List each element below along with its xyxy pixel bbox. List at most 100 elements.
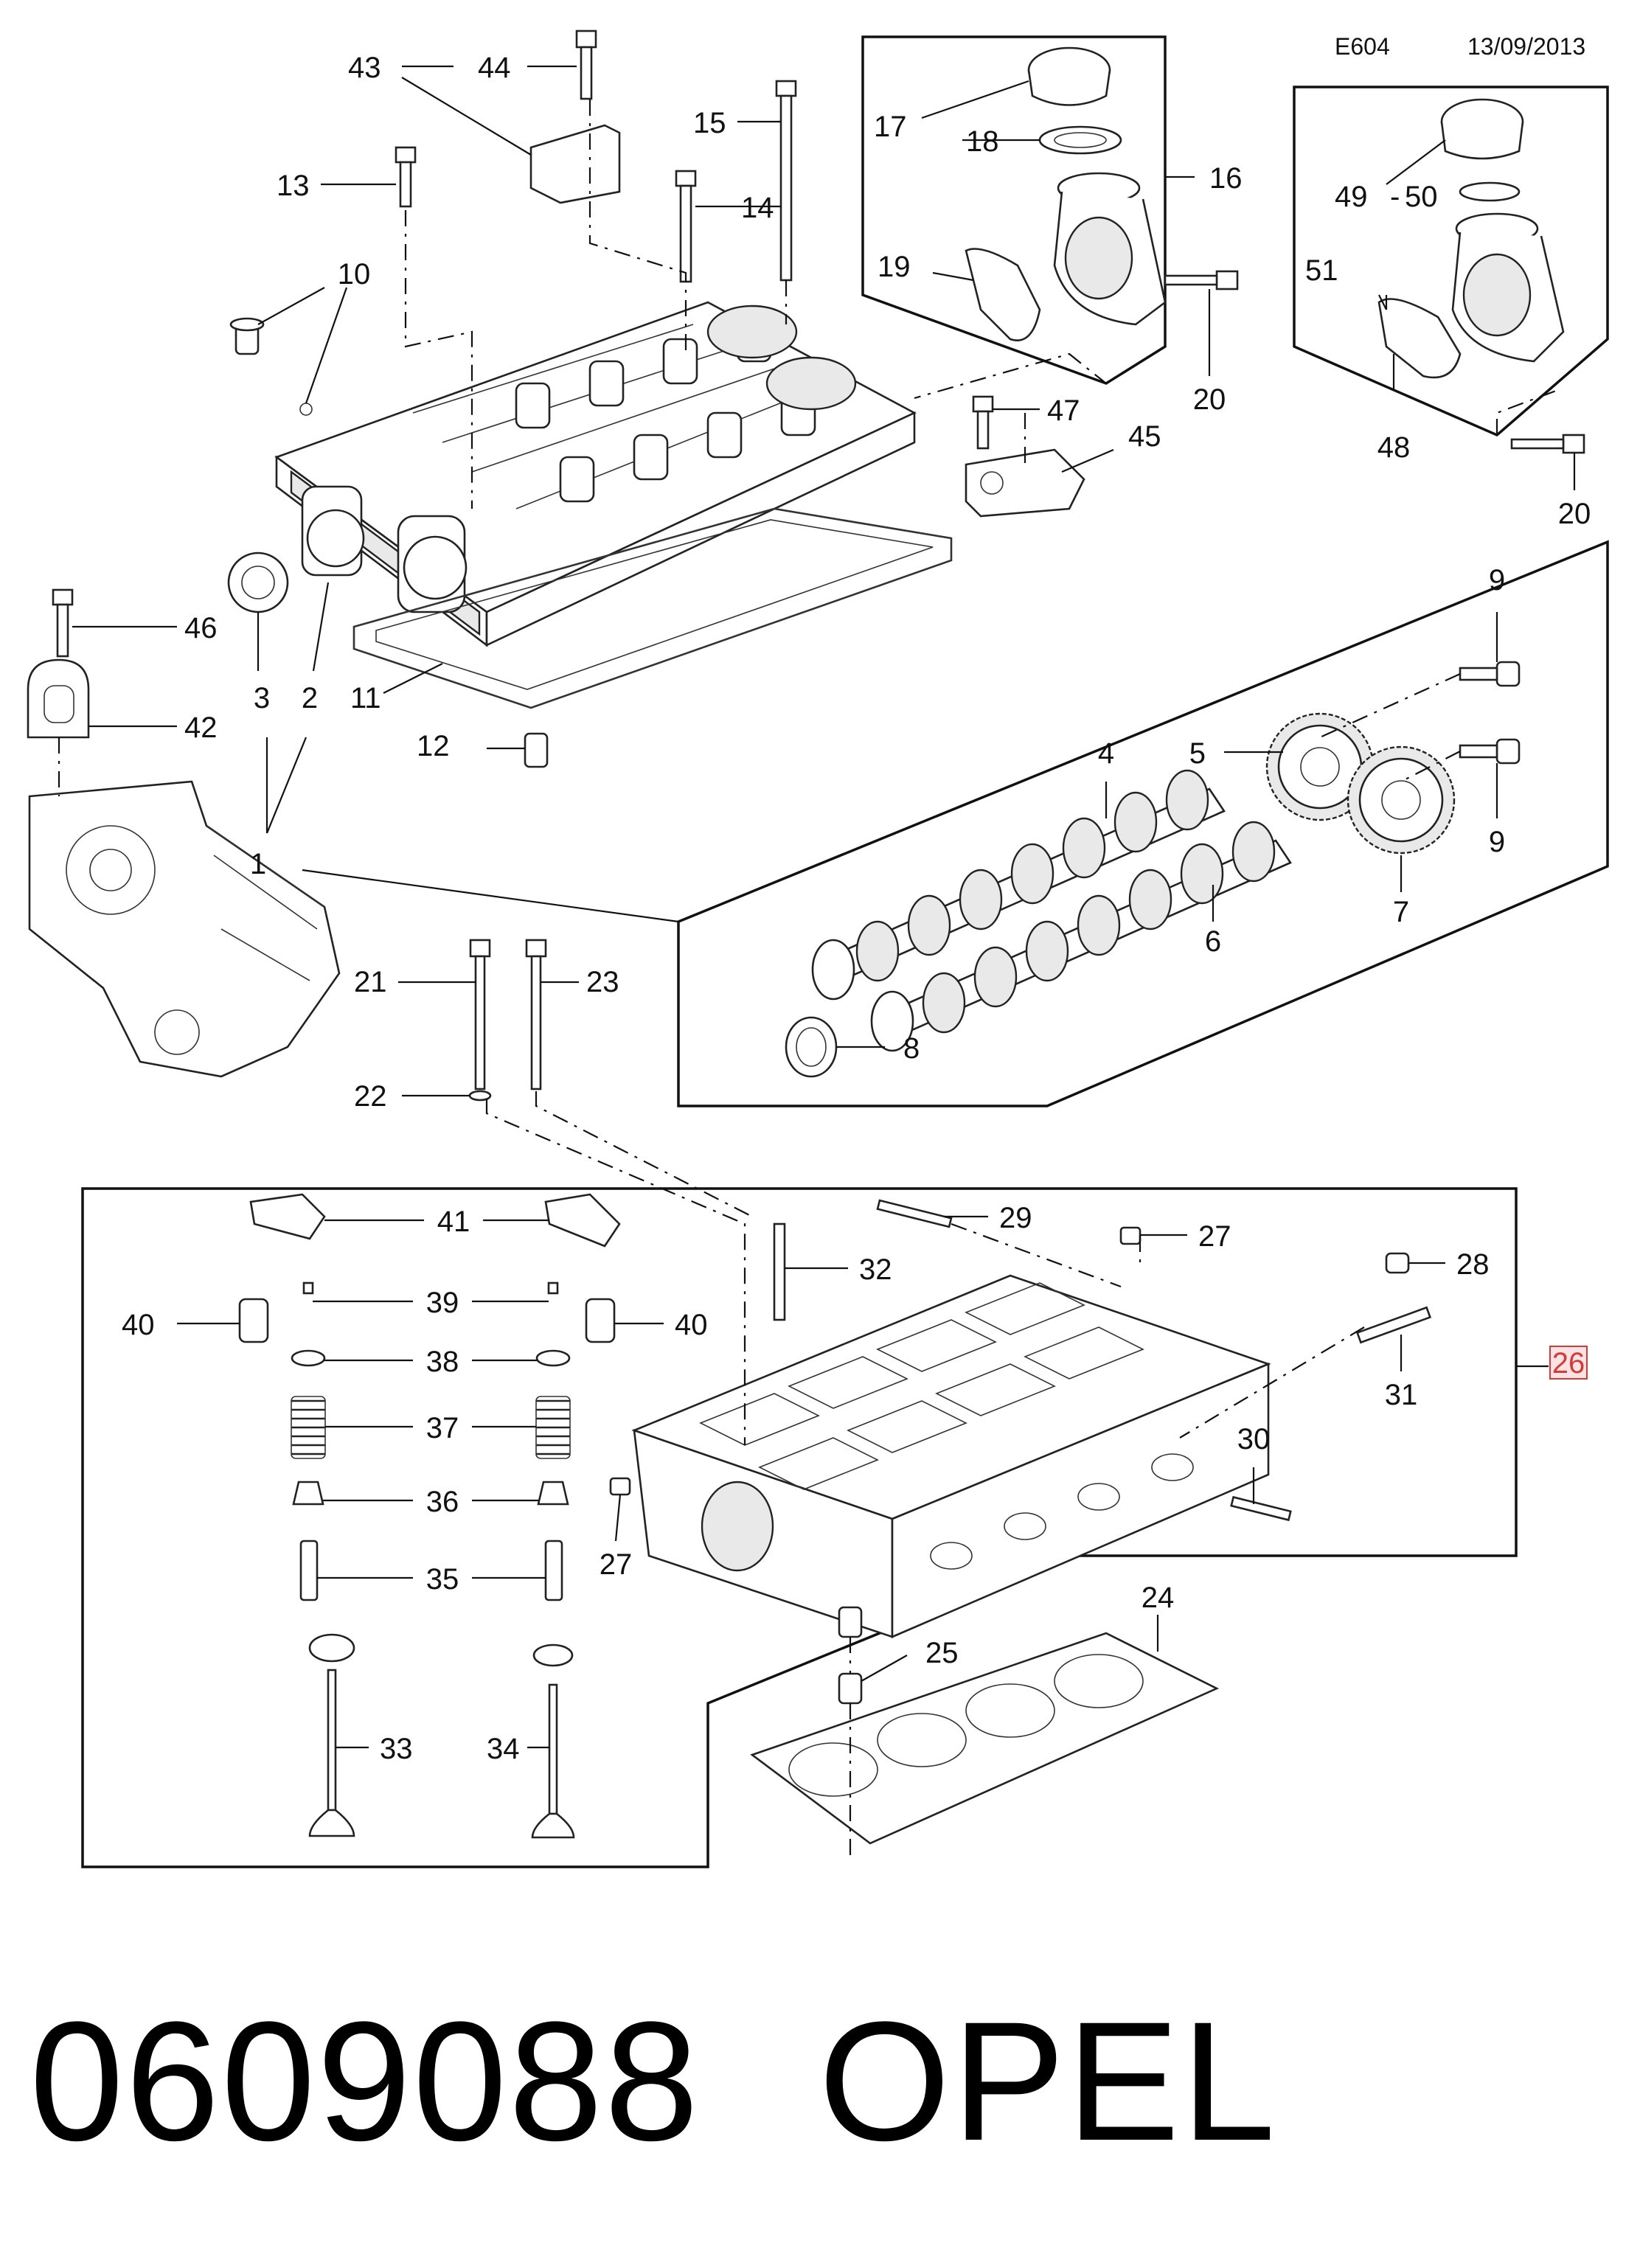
- label-23: 23: [586, 966, 619, 998]
- label-9-top: 9: [1489, 564, 1505, 596]
- brand-name: OPEL: [819, 1986, 1277, 2176]
- valve-keepers-39: [302, 1281, 559, 1295]
- head-bolts-21-23: [468, 939, 547, 1102]
- label-44: 44: [478, 52, 511, 84]
- label-3: 3: [254, 682, 270, 714]
- label-20-right: 20: [1558, 498, 1591, 530]
- label-46: 46: [184, 612, 218, 644]
- label-14: 14: [741, 192, 774, 224]
- camshaft-seal-8: [785, 1016, 838, 1078]
- rocker-arms-41: [249, 1193, 621, 1248]
- camshaft-6-intake: [870, 821, 1292, 1052]
- label-38: 38: [426, 1346, 459, 1378]
- label-28: 28: [1456, 1248, 1490, 1281]
- plug-10: [229, 317, 313, 416]
- label-22: 22: [354, 1080, 387, 1113]
- label-42: 42: [184, 712, 218, 744]
- label-24: 24: [1142, 1582, 1175, 1614]
- timing-cover-housing: [28, 780, 341, 1078]
- diagram-date: 13/09/2013: [1467, 33, 1585, 60]
- label-48: 48: [1377, 431, 1411, 464]
- intake-valve-33: [308, 1669, 355, 1837]
- label-30: 30: [1237, 1423, 1271, 1455]
- label-50: 50: [1405, 181, 1438, 213]
- label-40-right: 40: [675, 1309, 708, 1341]
- camshaft-4-exhaust: [811, 769, 1226, 1001]
- dashed-assembly-lines: [58, 100, 1557, 1858]
- frame-oil-filler-48: [1293, 86, 1609, 437]
- valve-guides-35: [299, 1540, 563, 1601]
- label-34: 34: [487, 1733, 520, 1765]
- exhaust-valve-34: [531, 1683, 575, 1839]
- label-50-dash: -: [1390, 181, 1400, 213]
- label-20-top: 20: [1193, 383, 1226, 416]
- label-10: 10: [338, 258, 371, 291]
- label-40-left: 40: [122, 1309, 155, 1341]
- label-27-bottom: 27: [600, 1548, 633, 1581]
- label-25: 25: [925, 1637, 959, 1669]
- valve-stem-seals-36: [292, 1481, 569, 1506]
- camshaft-gear-7: [1347, 745, 1456, 855]
- label-21: 21: [354, 966, 387, 998]
- label-49: 49: [1335, 181, 1368, 213]
- label-43: 43: [348, 52, 381, 84]
- label-26-highlight: [1549, 1346, 1588, 1380]
- studs-29-30-31-32: [773, 1199, 1432, 1522]
- label-18: 18: [966, 125, 999, 158]
- label-45: 45: [1128, 420, 1161, 453]
- label-33: 33: [380, 1733, 413, 1765]
- label-16: 16: [1209, 162, 1243, 195]
- label-27-top: 27: [1198, 1220, 1231, 1253]
- callout-labels: 1 2 3 4 5 6 7 8 9 9 10 11 12 13 14 15 16…: [122, 52, 1591, 1765]
- label-39: 39: [426, 1287, 459, 1319]
- gear-bolt-9: [1459, 661, 1521, 765]
- oil-filler-cap-17: [1027, 46, 1122, 155]
- lash-adjusters-40: [238, 1298, 616, 1343]
- label-11: 11: [350, 682, 381, 714]
- part-number: 0609088: [29, 1986, 701, 2176]
- label-2: 2: [302, 682, 318, 714]
- cover-gasket: [352, 507, 953, 709]
- oil-filler-neck: [965, 172, 1167, 341]
- cylinder-head: [631, 1274, 1271, 1638]
- label-4: 4: [1098, 737, 1114, 770]
- label-9-bottom: 9: [1489, 826, 1505, 858]
- camshaft-housing-seal-3: [227, 552, 289, 613]
- label-35: 35: [426, 1563, 459, 1596]
- cylinder-head-cover: [274, 301, 917, 647]
- label-29: 29: [999, 1202, 1032, 1234]
- label-1: 1: [250, 848, 266, 880]
- camshaft-gear-5: [1265, 712, 1375, 821]
- valve-seats: [308, 1633, 574, 1667]
- label-17: 17: [874, 111, 907, 143]
- head-gasket-24: [750, 1632, 1220, 1845]
- label-7: 7: [1393, 896, 1409, 928]
- bolts-13-14-15: [395, 80, 797, 283]
- label-51: 51: [1305, 254, 1338, 287]
- label-36: 36: [426, 1486, 459, 1518]
- label-41: 41: [437, 1206, 470, 1238]
- label-19: 19: [878, 251, 911, 283]
- label-5: 5: [1189, 737, 1206, 770]
- label-31: 31: [1385, 1379, 1418, 1411]
- bracket-45-bolt-47: [965, 395, 1085, 518]
- label-6: 6: [1205, 925, 1221, 958]
- dowel-25: [838, 1606, 863, 1705]
- label-32: 32: [859, 1253, 892, 1286]
- label-47: 47: [1047, 394, 1080, 427]
- bolt-20: [1164, 270, 1585, 454]
- bracket-43: [529, 29, 621, 204]
- label-26[interactable]: 26: [1552, 1347, 1585, 1380]
- diagram-code: E604: [1335, 33, 1390, 60]
- label-12: 12: [417, 730, 450, 762]
- label-37: 37: [426, 1412, 459, 1444]
- oil-filler-48: [1377, 98, 1565, 379]
- label-13: 13: [277, 170, 310, 202]
- label-8: 8: [903, 1032, 920, 1065]
- label-15: 15: [693, 107, 726, 139]
- dowel-12: [524, 732, 549, 768]
- frame-camshafts-1: [677, 540, 1609, 1107]
- bracket-42-bolt-46: [27, 588, 90, 739]
- leader-lines: [72, 65, 1576, 1749]
